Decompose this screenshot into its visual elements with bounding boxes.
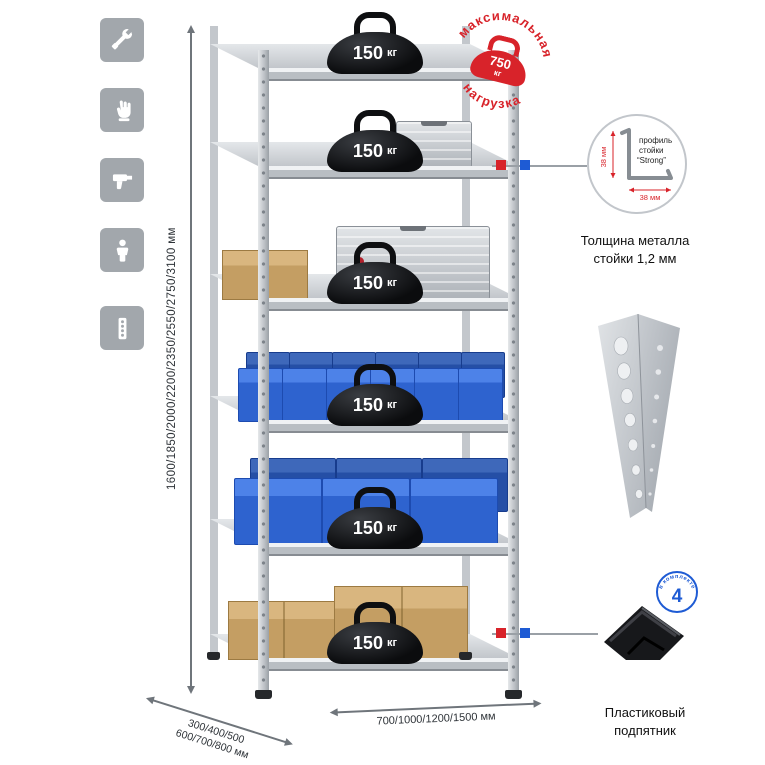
arrow-up-icon [187, 25, 195, 33]
rack-front-left-post [258, 50, 269, 692]
rack-profile-icon [100, 306, 144, 350]
shelf-load-value: 150 [352, 517, 383, 538]
case-handle [421, 121, 447, 126]
shelf-load-badge: 150 кг [327, 242, 423, 304]
shelf-front-edge [258, 68, 519, 81]
storage-bin [282, 368, 327, 422]
angle-post-image [588, 312, 692, 527]
gloves-icon [100, 88, 144, 132]
thickness-caption: Толщина металла стойки 1,2 мм [563, 232, 707, 267]
height-dimension-label: 1600/1850/2000/2200/2350/2550/2750/3100 … [166, 227, 178, 491]
leader-line [492, 165, 587, 167]
shelf-front-edge [258, 543, 519, 556]
shelf-load-value: 150 [352, 140, 383, 161]
plastic-foot [459, 652, 472, 660]
shelf-load-value: 150 [352, 272, 383, 293]
shelf-load-badge: 150 кг [327, 110, 423, 172]
drill-icon [100, 158, 144, 202]
leader-line [492, 633, 598, 635]
profile-label-3: “Strong” [637, 156, 666, 165]
case-handle [400, 226, 426, 231]
cardboard-box [228, 601, 338, 660]
shelf-load-unit: кг [386, 399, 398, 411]
plastic-foot [505, 690, 522, 699]
plastic-foot [255, 690, 272, 699]
weight-body-icon: 150 кг [327, 262, 423, 304]
weight-body-icon: 150 кг [327, 130, 423, 172]
shelf-front-edge [258, 166, 519, 179]
weight-handle-icon [354, 242, 396, 265]
shelf-load-unit: кг [386, 145, 398, 157]
rack-back-right-post [462, 26, 470, 654]
depth-dimension: 300/400/500 600/700/800 мм [137, 692, 303, 765]
rack-front-right-post [508, 50, 519, 692]
blue-marker [520, 628, 530, 638]
profile-label-1: профиль [639, 136, 672, 145]
red-marker [496, 628, 506, 638]
arrow-down-icon [187, 686, 195, 694]
width-dimension: 700/1000/1200/1500 мм [329, 695, 542, 738]
shelf-load-badge: 150 кг [327, 12, 423, 74]
weight-body-icon: 150 кг [327, 507, 423, 549]
shelf-load-badge: 150 кг [327, 487, 423, 549]
shelf-load-badge: 150 кг [327, 602, 423, 664]
red-marker [496, 160, 506, 170]
storage-bin [410, 478, 498, 545]
rack-back-left-post [210, 26, 218, 654]
shelf-load-unit: кг [386, 522, 398, 534]
foot-caption-line2: подпятник [614, 722, 676, 738]
kit-badge-value: 4 [672, 586, 683, 607]
plastic-foot [207, 652, 220, 660]
weight-handle-icon [354, 602, 396, 625]
shelf-load-badge: 150 кг [327, 364, 423, 426]
shelf-load-unit: кг [386, 47, 398, 59]
weight-handle-icon [354, 487, 396, 510]
storage-bin [414, 368, 459, 422]
profile-drawing: 38 мм 38 мм профиль стойки “Strong” [599, 128, 673, 202]
arrow-left-icon [329, 708, 338, 717]
wrench-icon [100, 18, 144, 62]
profile-dim-vertical: 38 мм [599, 147, 608, 168]
thickness-caption-line1: Толщина металла [580, 233, 690, 248]
kit-count-badge: в комплекте 4 [655, 570, 699, 614]
weight-body-icon: 150 кг [327, 622, 423, 664]
max-load-unit: кг [493, 67, 503, 78]
weight-handle-icon [354, 12, 396, 35]
blue-marker [520, 160, 530, 170]
weight-handle-icon [354, 110, 396, 133]
aluminium-case [396, 121, 472, 168]
plastic-foot-image [598, 596, 690, 671]
arrow-right-icon [533, 699, 542, 708]
person-icon [100, 228, 144, 272]
shelf-front-edge [258, 658, 519, 671]
foot-caption-line1: Пластиковый [604, 705, 686, 720]
profile-dim-horizontal: 38 мм [640, 193, 661, 202]
storage-bin [458, 368, 503, 422]
max-load-stamp: максимальная нагрузка 750 кг [425, 0, 575, 139]
shelf-front-edge [258, 420, 519, 433]
weight-handle-icon [354, 364, 396, 387]
foot-caption: Пластиковый подпятник [583, 704, 707, 739]
shelf-load-value: 150 [352, 632, 383, 653]
shelf-load-value: 150 [352, 394, 383, 415]
profile-label-2: стойки [639, 146, 663, 155]
storage-bin [234, 478, 322, 545]
shelf-load-value: 150 [352, 42, 383, 63]
shelf-front-edge [258, 298, 519, 311]
shelf-load-unit: кг [386, 637, 398, 649]
height-dimension-line [190, 32, 192, 686]
weight-body-icon: 150 кг [327, 32, 423, 74]
weight-body-icon: 150 кг [327, 384, 423, 426]
shelf-load-unit: кг [386, 277, 398, 289]
post-profile-detail: 38 мм 38 мм профиль стойки “Strong” [587, 114, 687, 214]
thickness-caption-line2: стойки 1,2 мм [593, 250, 677, 266]
